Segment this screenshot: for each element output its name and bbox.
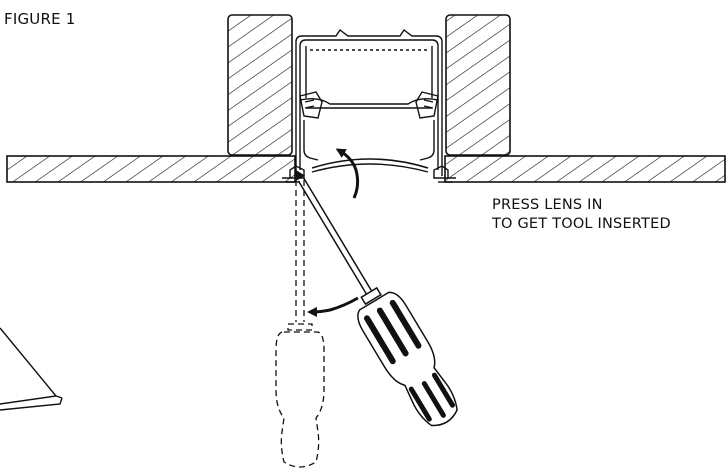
callout-line-2: TO GET TOOL INSERTED: [492, 216, 671, 232]
callout-text: PRESS LENS IN TO GET TOOL INSERTED: [492, 196, 671, 234]
screwdriver-solid: [295, 169, 458, 427]
rotate-arrow: [307, 296, 359, 317]
callout-line-1: PRESS LENS IN: [492, 197, 603, 213]
channel-profile: [282, 28, 456, 183]
framing-left: [227, 14, 293, 156]
partial-object-left: [0, 327, 63, 411]
figure-title: FIGURE 1: [4, 10, 76, 28]
screwdriver-dashed: [275, 180, 325, 468]
press-arrow: [335, 148, 360, 199]
ceiling-slab: [6, 155, 726, 183]
framing-right: [445, 14, 511, 156]
